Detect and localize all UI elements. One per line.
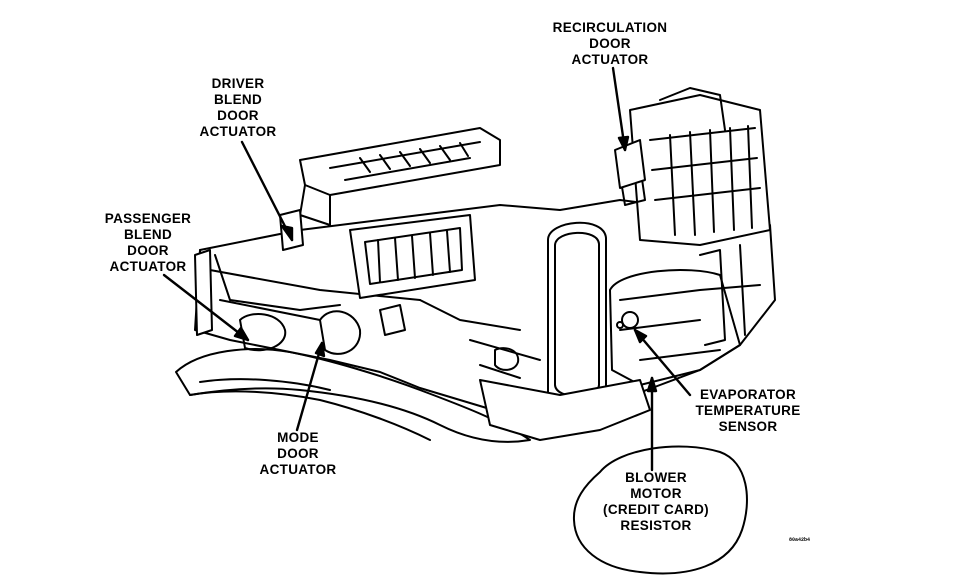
label-evaporator-temperature-sensor: EVAPORATOR TEMPERATURE SENSOR bbox=[695, 387, 801, 434]
center-vent bbox=[349, 214, 476, 299]
leader-lines bbox=[162, 66, 692, 472]
left-box bbox=[194, 249, 406, 355]
housing-body bbox=[194, 199, 776, 421]
recirc-actuator-body bbox=[614, 139, 646, 189]
blower-housing bbox=[609, 244, 746, 386]
label-recirculation-door-actuator: RECIRCULATION DOOR ACTUATOR bbox=[552, 20, 668, 67]
handdrawn-circle bbox=[572, 445, 748, 575]
recirc-grille bbox=[619, 87, 771, 246]
lower-base bbox=[479, 347, 651, 441]
label-mode-door-actuator: MODE DOOR ACTUATOR bbox=[259, 430, 337, 477]
label-driver-blend-door-actuator: DRIVER BLEND DOOR ACTUATOR bbox=[199, 76, 277, 139]
figure-code: 80a42b4 bbox=[789, 537, 811, 543]
evaporator-case bbox=[547, 221, 607, 407]
panel-outlet bbox=[299, 127, 501, 226]
label-passenger-blend-door-actuator: PASSENGER BLEND DOOR ACTUATOR bbox=[104, 211, 192, 274]
label-blower-motor-resistor: BLOWER MOTOR (CREDIT CARD) RESISTOR bbox=[603, 470, 709, 533]
